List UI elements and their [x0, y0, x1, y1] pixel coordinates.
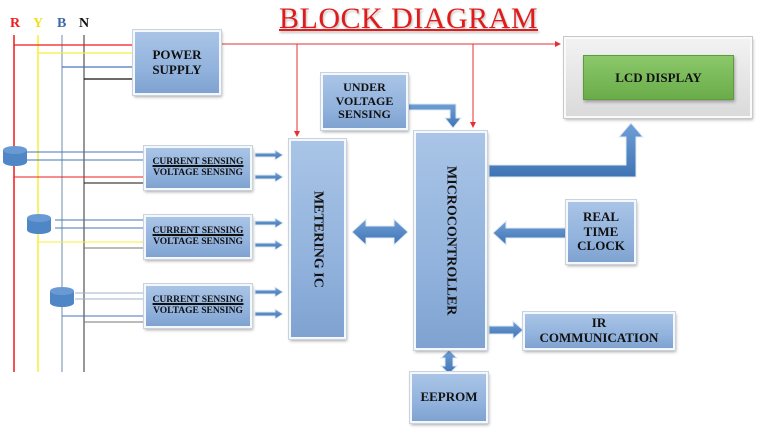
- metering-ic-label: METERING IC: [310, 190, 326, 288]
- voltage-sensing-label: VOLTAGE SENSING: [153, 306, 243, 316]
- sensing-block-3: CURRENT SENSING VOLTAGE SENSING: [144, 284, 252, 328]
- current-transformer-icon: [3, 146, 27, 166]
- current-transformer-icon: [50, 287, 74, 307]
- lcd-display-label: LCD DISPLAY: [615, 69, 702, 85]
- under-voltage-sensing-block: UNDER VOLTAGE SENSING: [321, 73, 408, 130]
- elbow-arrow-icon: [488, 122, 645, 178]
- voltage-sensing-label: VOLTAGE SENSING: [153, 168, 243, 178]
- arrow-right-icon: [254, 217, 284, 229]
- phase-b-label: B: [57, 16, 67, 31]
- arrow-left-icon: [492, 219, 567, 247]
- arrow-right-icon: [254, 171, 284, 183]
- arrow-right-icon: [254, 239, 284, 251]
- rtc-label-line2: TIME: [583, 223, 619, 239]
- sensing-block-1: CURRENT SENSING VOLTAGE SENSING: [144, 146, 252, 190]
- arrow-right-icon: [254, 308, 284, 320]
- metering-ic-block: METERING IC: [289, 139, 346, 339]
- voltage-sensing-label: VOLTAGE SENSING: [153, 237, 243, 247]
- eeprom-block: EEPROM: [410, 372, 488, 423]
- current-sensing-label: CURRENT SENSING: [152, 226, 244, 237]
- diagram-title: BLOCK DIAGRAM: [279, 2, 539, 35]
- ir-communication-block: IR COMMUNICATION: [523, 312, 675, 350]
- power-supply-label: POWER SUPPLY: [152, 46, 202, 77]
- elbow-arrow-icon: [407, 103, 463, 129]
- lcd-display-block: LCD DISPLAY: [583, 55, 734, 100]
- phase-y-label: Y: [33, 16, 44, 31]
- under-voltage-label-line2: VOLTAGE: [335, 93, 394, 108]
- power-supply-block: POWER SUPPLY: [133, 30, 221, 95]
- ir-label-line2: COMMUNICATION: [539, 330, 659, 345]
- eeprom-label: EEPROM: [420, 389, 478, 405]
- under-voltage-label-line3: SENSING: [338, 107, 391, 122]
- microcontroller-label: MICROCONTROLLER: [443, 165, 459, 316]
- sensing-block-2: CURRENT SENSING VOLTAGE SENSING: [144, 215, 252, 259]
- arrow-right-icon: [488, 319, 524, 341]
- double-arrow-icon: [351, 217, 409, 247]
- under-voltage-label-line1: UNDER: [343, 79, 386, 94]
- microcontroller-block: MICROCONTROLLER: [414, 131, 487, 350]
- neutral-label: N: [79, 16, 90, 31]
- phase-r-label: R: [10, 16, 21, 31]
- rtc-label-line3: CLOCK: [577, 238, 625, 254]
- real-time-clock-block: REAL TIME CLOCK: [566, 200, 636, 264]
- arrow-right-icon: [254, 286, 284, 298]
- current-sensing-label: CURRENT SENSING: [152, 157, 244, 168]
- rtc-label-line1: REAL: [582, 208, 620, 224]
- arrow-right-icon: [254, 149, 284, 161]
- current-sensing-label: CURRENT SENSING: [152, 295, 244, 306]
- current-transformer-icon: [27, 214, 51, 234]
- vertical-double-arrow-icon: [439, 349, 459, 375]
- ir-label-line1: IR: [591, 315, 607, 331]
